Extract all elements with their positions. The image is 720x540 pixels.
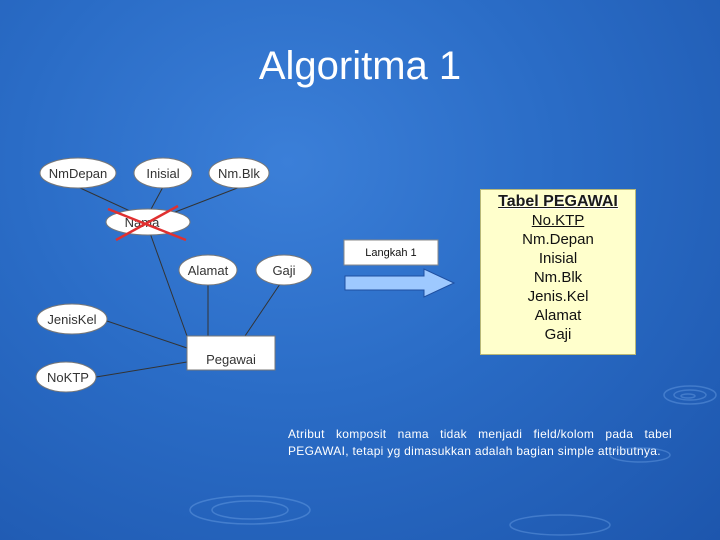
table-column: Nm.Depan bbox=[522, 231, 594, 248]
cross-mark-line-1 bbox=[107, 207, 187, 242]
step-label: Langkah 1 bbox=[365, 247, 416, 259]
attr-nmblk-label: Nm.Blk bbox=[218, 166, 260, 181]
attr-jeniskel-label: JenisKel bbox=[47, 312, 96, 327]
table-column: Inisial bbox=[538, 250, 578, 267]
line-jeniskel-pegawai bbox=[103, 319, 188, 349]
attr-gaji-label: Gaji bbox=[272, 263, 295, 278]
right-arrow-icon bbox=[344, 268, 456, 298]
entity-pegawai: Pegawai bbox=[186, 335, 276, 371]
table-title: Tabel PEGAWAI bbox=[498, 193, 618, 210]
step-label-box: Langkah 1 bbox=[343, 239, 439, 266]
attr-alamat-label: Alamat bbox=[188, 263, 229, 278]
attr-nmdepan: NmDepan bbox=[39, 157, 117, 189]
attr-noktp-label: NoKTP bbox=[47, 370, 89, 385]
attr-jeniskel: JenisKel bbox=[36, 303, 108, 335]
attr-noktp: NoKTP bbox=[35, 361, 97, 393]
entity-pegawai-label: Pegawai bbox=[206, 352, 256, 367]
attr-nmdepan-label: NmDepan bbox=[49, 166, 108, 181]
table-column: Alamat bbox=[534, 307, 582, 324]
table-column: No.KTP bbox=[531, 212, 585, 229]
slide-title: Algoritma 1 bbox=[258, 44, 462, 88]
table-column: Jenis.Kel bbox=[527, 288, 589, 305]
attr-nmblk: Nm.Blk bbox=[208, 157, 270, 189]
line-noktp-pegawai bbox=[95, 361, 188, 378]
table-column: Gaji bbox=[544, 326, 572, 343]
attr-inisial-label: Inisial bbox=[146, 166, 179, 181]
line-nmblk-nama bbox=[169, 186, 241, 215]
explanation-note: Atribut komposit nama tidak menjadi fiel… bbox=[288, 427, 672, 458]
connector-lines bbox=[77, 186, 281, 378]
attr-gaji: Gaji bbox=[255, 254, 313, 286]
attr-alamat: Alamat bbox=[178, 254, 238, 286]
cross-mark-line-2 bbox=[115, 204, 179, 242]
table-column: Nm.Blk bbox=[533, 269, 583, 286]
line-nmdepan-nama bbox=[77, 186, 131, 212]
line-gaji-pegawai bbox=[244, 283, 281, 337]
line-inisial-nama bbox=[149, 186, 164, 212]
line-nama-pegawai bbox=[149, 232, 188, 337]
attr-inisial: Inisial bbox=[133, 157, 193, 189]
attr-nama: Nama bbox=[105, 204, 191, 242]
table-pegawai-box: Tabel PEGAWAI No.KTP Nm.Depan Inisial Nm… bbox=[480, 189, 636, 355]
